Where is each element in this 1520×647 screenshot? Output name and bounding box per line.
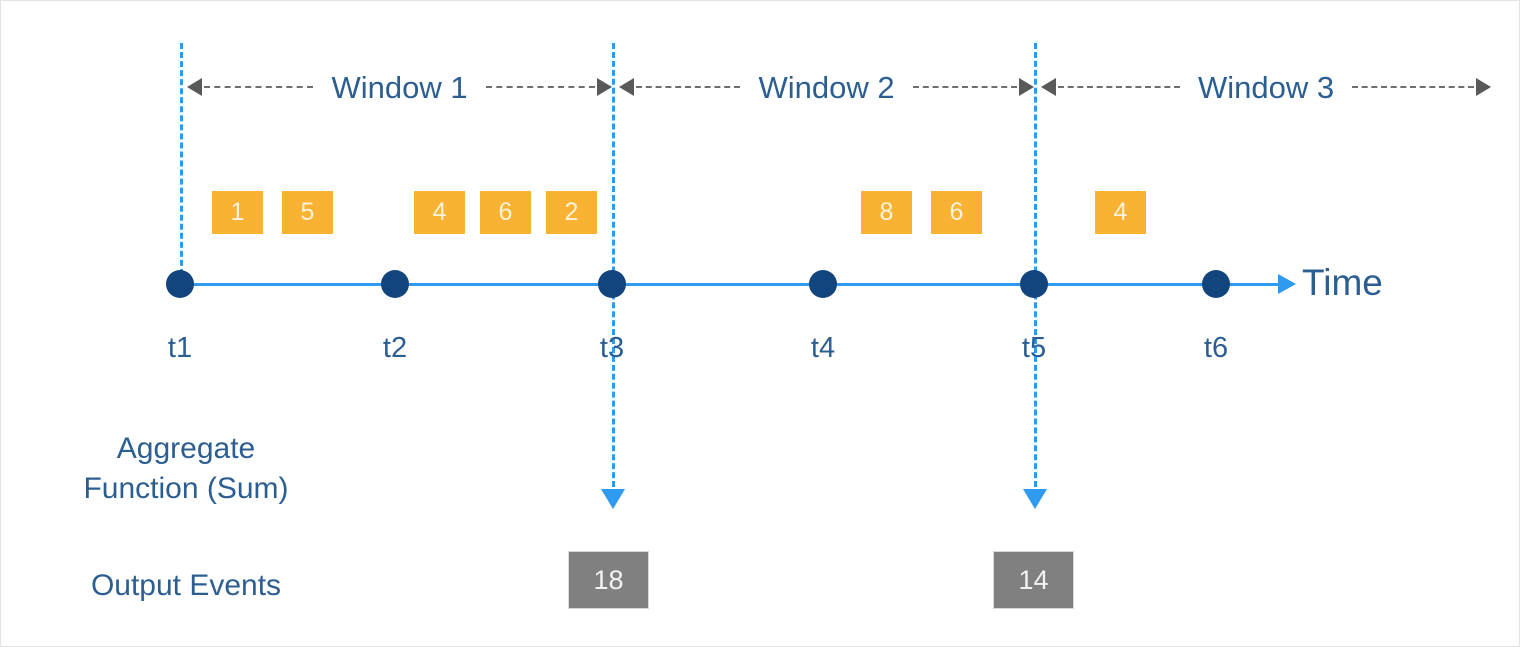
timeline-tick-dot [166,270,194,298]
dashed-connector [1352,86,1475,88]
window-2-label: Window 2 [758,69,895,105]
window-1-label: Window 1 [331,69,468,105]
dashed-connector [1058,86,1180,88]
output-events-label: Output Events [90,569,282,602]
window-band-1: Window 1 [187,69,613,105]
arrow-left-icon [187,78,202,96]
timeline-tick-dot [809,270,837,298]
timeline-tick-label-t6: t6 [1203,332,1229,364]
timeline-tick-dot [1202,270,1230,298]
input-event-box: 8 [861,191,912,234]
boundary-line-t5 [1034,43,1037,496]
timeline-arrow-icon [1278,274,1296,294]
output-event-box: 18 [568,551,649,609]
input-event-box: 2 [546,191,597,234]
timeline-tick-dot [381,270,409,298]
arrow-right-icon [1019,78,1035,96]
timeline-tick-label-t2: t2 [382,332,408,364]
arrow-left-icon [619,78,634,96]
input-event-box: 4 [1095,191,1146,234]
aggregate-arrow-icon-t3 [601,489,625,509]
aggregate-arrow-icon-t5 [1023,489,1047,509]
dashed-connector [204,86,314,88]
boundary-line-t1 [180,43,183,284]
boundary-line-t3 [612,43,615,496]
timeline-tick-dot [598,270,626,298]
aggregate-function-label: Aggregate Function (Sum) [83,432,289,505]
window-band-3: Window 3 [1041,69,1492,105]
input-event-box: 1 [212,191,263,234]
window-band-2: Window 2 [619,69,1035,105]
timeline-tick-dot [1020,270,1048,298]
arrow-right-icon [597,78,613,96]
dashed-connector [485,86,596,88]
timeline-axis [180,283,1286,286]
input-event-box: 5 [282,191,333,234]
input-event-box: 6 [480,191,531,234]
timeline-tick-label-t1: t1 [167,332,193,364]
input-event-box: 4 [414,191,465,234]
output-event-box: 14 [993,551,1074,609]
timeline-tick-label-t4: t4 [810,332,836,364]
arrow-right-icon [1476,78,1492,96]
dashed-connector [912,86,1018,88]
arrow-left-icon [1041,78,1056,96]
input-event-box: 6 [931,191,982,234]
dashed-connector [636,86,741,88]
timeline-tick-label-t5: t5 [1021,332,1047,364]
window-3-label: Window 3 [1197,69,1335,105]
timeline-axis-label: Time [1302,262,1383,303]
timeline-tick-label-t3: t3 [599,332,625,364]
